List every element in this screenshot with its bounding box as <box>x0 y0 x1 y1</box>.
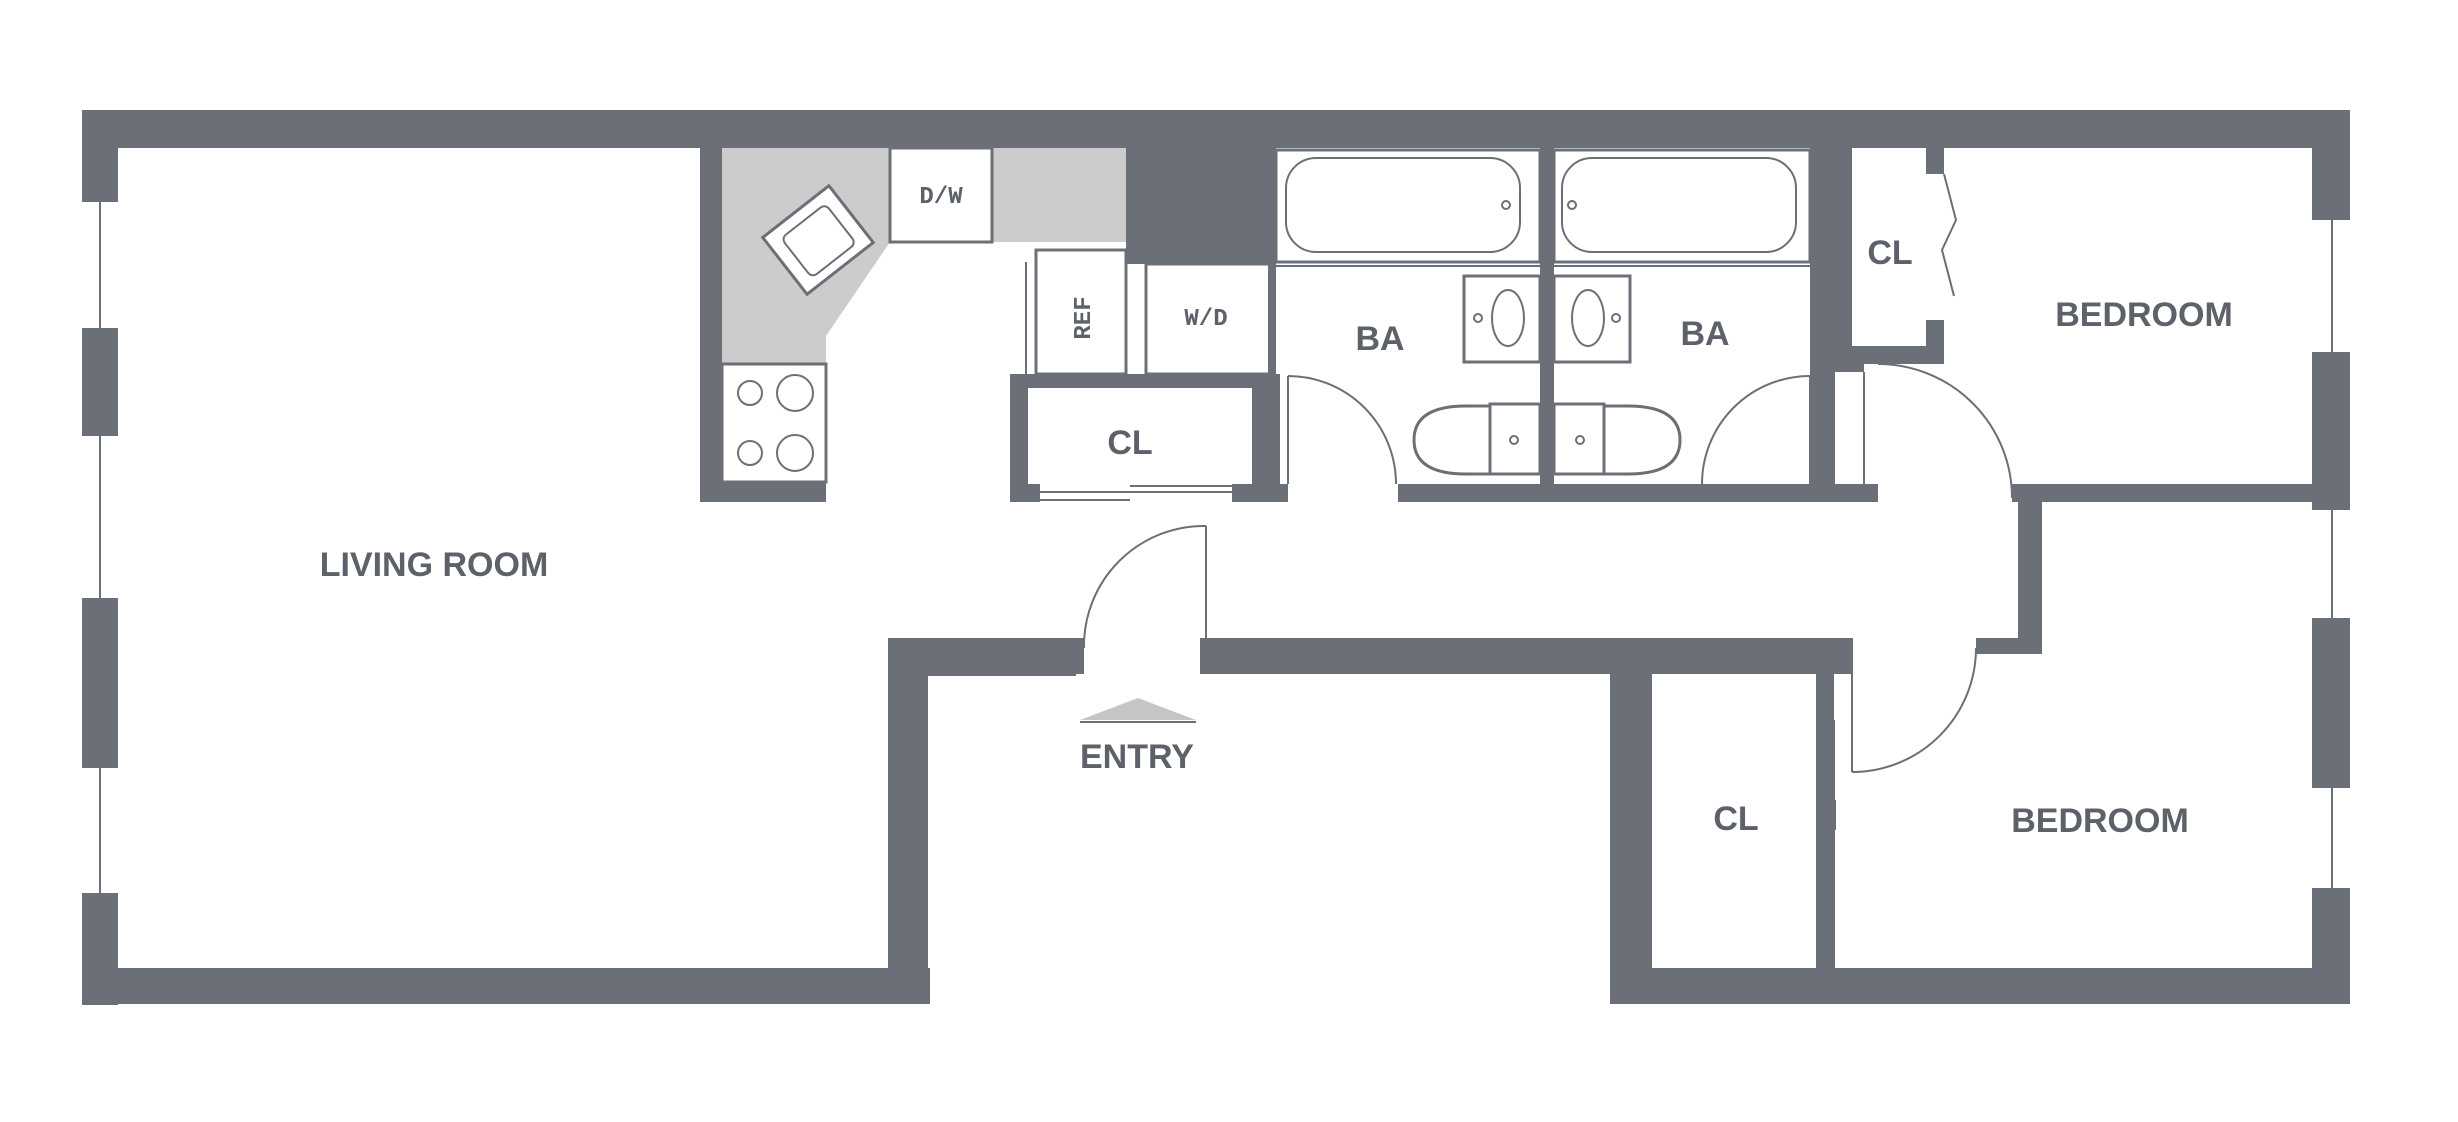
dishwasher-label: D/W <box>919 184 963 211</box>
toilet <box>1602 404 1682 476</box>
room-label-closet-hall: CL <box>1107 424 1152 462</box>
toilet-tank <box>1488 402 1542 476</box>
bathrooms <box>1268 148 1834 502</box>
burner <box>737 440 763 466</box>
stove <box>720 362 828 484</box>
entry-arrow-icon <box>1080 698 1196 720</box>
room-label-bedroom-1: BEDROOM <box>2055 296 2233 334</box>
entry-door <box>1076 524 1208 674</box>
shaft <box>1126 148 1268 264</box>
bathroom-sink <box>1462 274 1542 364</box>
kitchen-sink <box>760 183 876 297</box>
burner <box>737 380 763 406</box>
bedroom-1-area <box>1833 148 2350 502</box>
toilet-tank <box>1552 402 1606 476</box>
bathroom-sink <box>1552 274 1632 364</box>
room-label-closet-bed-2: CL <box>1713 800 1758 838</box>
dishwasher <box>888 146 994 244</box>
room-label-bedroom-2: BEDROOM <box>2011 802 2189 840</box>
bathtub <box>1552 148 1812 264</box>
exterior-walls <box>82 110 2350 1005</box>
room-label-bath-1: BA <box>1355 320 1404 358</box>
toilet <box>1412 404 1492 476</box>
burner <box>776 374 814 412</box>
room-label-bath-2: BA <box>1680 315 1729 353</box>
refrigerator-label: REF <box>1071 296 1098 339</box>
bathtub <box>1274 148 1542 264</box>
washer-dryer-label: W/D <box>1184 306 1227 333</box>
room-label-entry: ENTRY <box>1080 738 1194 776</box>
refrigerator <box>1034 248 1128 376</box>
room-label-living-room: LIVING ROOM <box>320 546 549 584</box>
windows <box>99 202 2333 893</box>
bedroom-2-area <box>1816 502 2042 968</box>
kitchen: D/W REF <box>700 146 1128 502</box>
burner <box>776 434 814 472</box>
room-label-closet-bed-1: CL <box>1867 234 1912 272</box>
